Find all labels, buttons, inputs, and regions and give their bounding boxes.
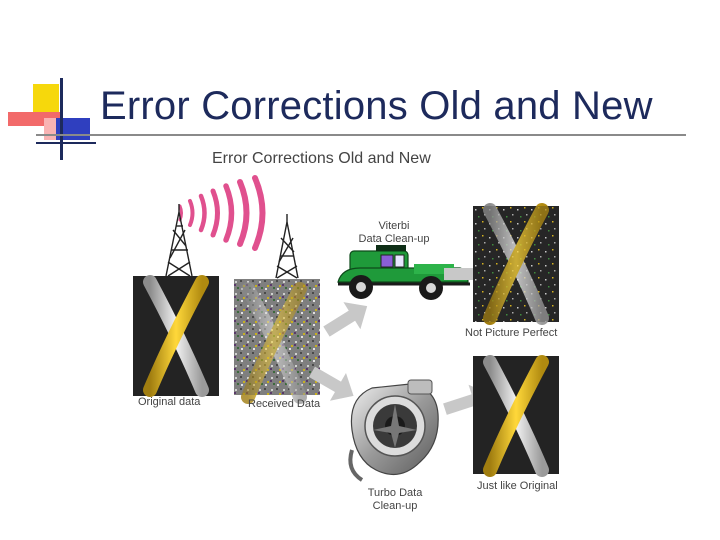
original-data-image [133,276,219,396]
turbo-result-label: Just like Original [477,480,558,492]
title-decoration [0,0,120,170]
viterbi-label-line1: Viterbi [379,220,410,232]
deco-vertical-line [60,78,63,160]
slide-title: Error Corrections Old and New [100,84,653,128]
title-underline [36,134,686,136]
transmitter-tower [165,204,193,277]
viterbi-label-line2: Data Clean-up [359,233,430,245]
figure-heading: Error Corrections Old and New [212,150,431,167]
original-data-label: Original data [138,396,201,408]
turbo-result-image [473,356,559,474]
receiver-tower [275,214,299,279]
turbo-label-line2: Clean-up [373,500,418,512]
old-car-icon [337,245,470,300]
viterbi-result-label: Not Picture Perfect [465,327,557,339]
viterbi-result-image [473,206,559,322]
received-data-image [234,279,320,397]
signal-waves [178,175,266,251]
received-data-label: Received Data [248,398,321,410]
arrow-to-viterbi [318,292,376,346]
turbocharger-icon [348,379,439,482]
deco-horizontal-line [36,142,96,144]
turbo-label-line1: Turbo Data [368,487,424,499]
